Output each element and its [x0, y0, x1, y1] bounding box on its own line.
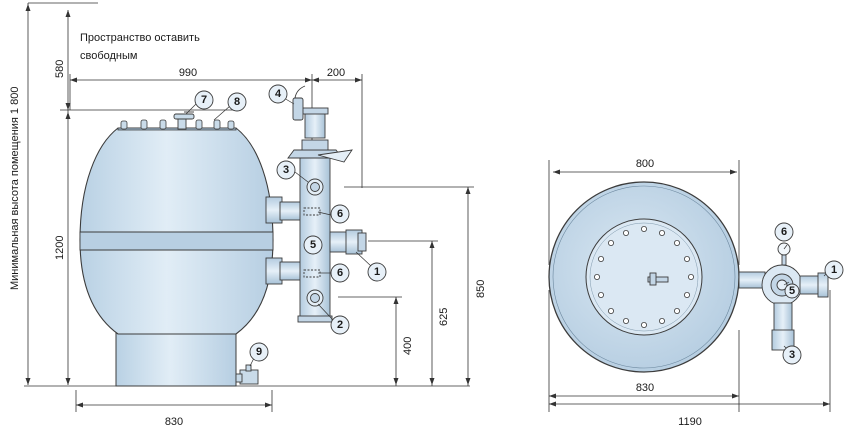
callout-1-right-circle	[824, 260, 844, 280]
drain-valve	[235, 364, 259, 385]
left-dimension-arrows	[25, 4, 471, 408]
callout-6-right-circle	[774, 222, 794, 242]
dim-990: 990	[179, 67, 197, 79]
callout-1-left: 1	[374, 266, 380, 278]
air-release-valve	[173, 111, 195, 130]
right-dimension-lines	[548, 160, 831, 412]
dim-830-left: 830	[165, 416, 183, 428]
callout-1-left-circle	[367, 262, 387, 282]
valve-manifold	[279, 85, 367, 323]
filter-tank-side-view	[79, 111, 283, 387]
callout-numbers: 7 8 4 3 6 5 6 1 2 9 6 1 5 3	[201, 88, 837, 361]
callout-1-right: 1	[831, 264, 837, 276]
callout-5-left-circle	[303, 235, 323, 255]
tank-base	[115, 329, 237, 387]
callout-7-circle	[194, 90, 214, 110]
callout-8-circle	[227, 92, 247, 112]
lid-bolts	[594, 225, 695, 328]
callout-3-left: 3	[283, 164, 289, 176]
callout-4: 4	[275, 88, 282, 100]
callout-6-right: 6	[781, 226, 787, 238]
top-bolts	[120, 119, 235, 130]
callout-2-left: 2	[337, 319, 343, 331]
dim-1190: 1190	[678, 416, 702, 428]
callout-6-bottom: 6	[337, 267, 343, 279]
callout-5-left: 5	[310, 239, 316, 251]
callout-5-right-circle	[784, 283, 800, 299]
callout-9-circle	[249, 342, 269, 362]
callout-bubbles	[194, 84, 844, 365]
callout-4-circle	[268, 84, 288, 104]
tank-body	[79, 127, 274, 335]
center-handle	[647, 272, 669, 286]
dim-800: 800	[636, 158, 654, 170]
space-note-line1: Пространство оставить	[80, 32, 200, 44]
callout-6-top: 6	[337, 208, 343, 220]
filter-tank-top-view	[548, 181, 740, 373]
dim-580: 580	[54, 60, 66, 78]
dim-625: 625	[438, 308, 450, 326]
right-dimension-arrows	[549, 169, 830, 407]
dimension-values: 580 1200 990 200 850 625 400 830 800 830…	[54, 60, 702, 428]
space-note-line2: свободным	[80, 50, 137, 62]
callout-3-circle-left	[276, 160, 296, 180]
dim-850: 850	[475, 280, 487, 298]
callout-5-right: 5	[789, 285, 795, 297]
tank-side-nozzles	[265, 196, 283, 285]
valve-manifold-top-view	[738, 242, 829, 351]
dim-830-right: 830	[636, 382, 654, 394]
callout-2-left-circle	[330, 315, 350, 335]
left-dimension-lines	[24, 2, 474, 412]
callout-3-right-circle	[782, 345, 802, 365]
dim-400: 400	[402, 337, 414, 355]
dim-1200: 1200	[54, 236, 66, 260]
dim-200: 200	[327, 67, 345, 79]
callout-9: 9	[256, 346, 262, 358]
callout-3-right: 3	[789, 349, 795, 361]
callout-7: 7	[201, 94, 207, 106]
min-height-label: Минимальная высота помещения 1 800	[9, 87, 21, 290]
callout-6-top-circle	[330, 204, 350, 224]
tank-lid	[585, 218, 703, 336]
callout-8: 8	[234, 96, 240, 108]
callout-6-bottom-circle	[330, 263, 350, 283]
tank-belt	[79, 231, 274, 251]
